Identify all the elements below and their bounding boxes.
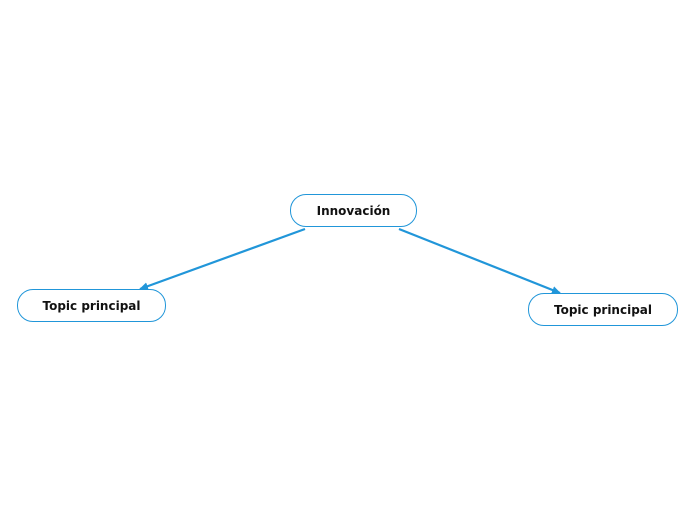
central-topic-label: Innovación: [316, 203, 391, 218]
connector-root-to-right: [398, 227, 561, 295]
main-topic-node-right[interactable]: Topic principal: [528, 293, 678, 326]
main-topic-label-right: Topic principal: [553, 302, 653, 317]
main-topic-label-left: Topic principal: [42, 298, 141, 313]
central-topic-node[interactable]: Innovación: [290, 194, 417, 227]
main-topic-node-left[interactable]: Topic principal: [17, 289, 166, 322]
connector-root-to-left: [139, 227, 306, 291]
